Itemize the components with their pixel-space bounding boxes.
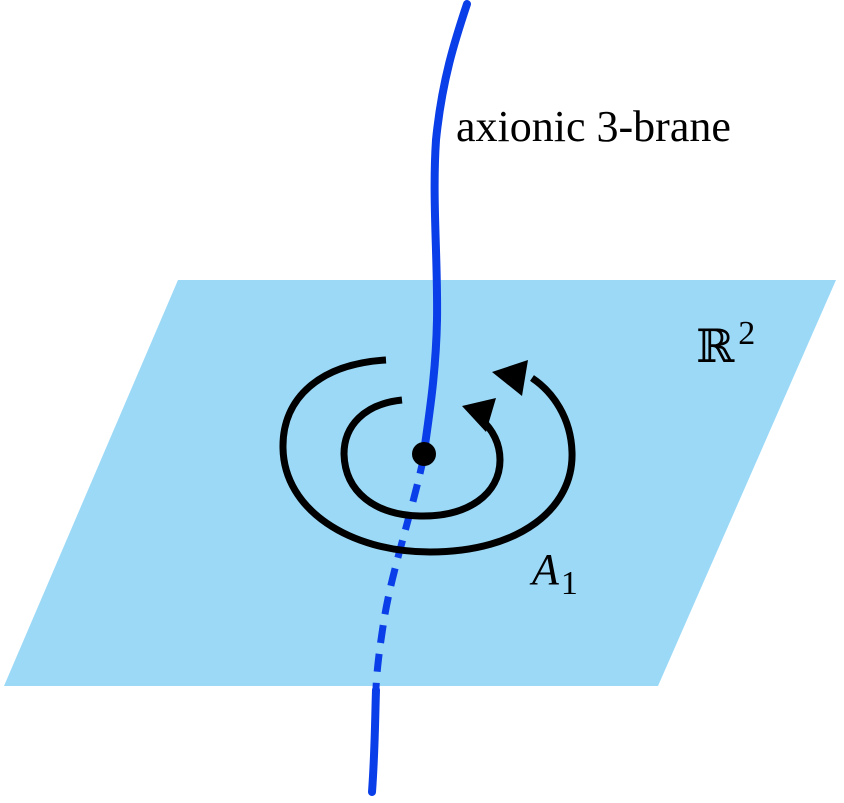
intersection-dot (412, 442, 436, 466)
outer-loop-arrowhead (492, 360, 528, 396)
brane-label: axionic 3-brane (456, 102, 731, 151)
inner-loop-arrowhead (462, 398, 496, 432)
plane-r2 (4, 280, 836, 686)
outer-loop (279, 356, 576, 556)
field-symbol: A (529, 545, 560, 594)
inner-loop (340, 396, 504, 520)
field-subscript: 1 (561, 565, 578, 602)
brane-upper-solid (420, 0, 471, 456)
plane-symbol: ℝ (696, 321, 735, 372)
brane-lower-solid (368, 686, 380, 796)
brane-dashed-segment (372, 455, 428, 689)
field-label: A1 (529, 545, 578, 602)
plane-exponent: 2 (738, 315, 755, 352)
